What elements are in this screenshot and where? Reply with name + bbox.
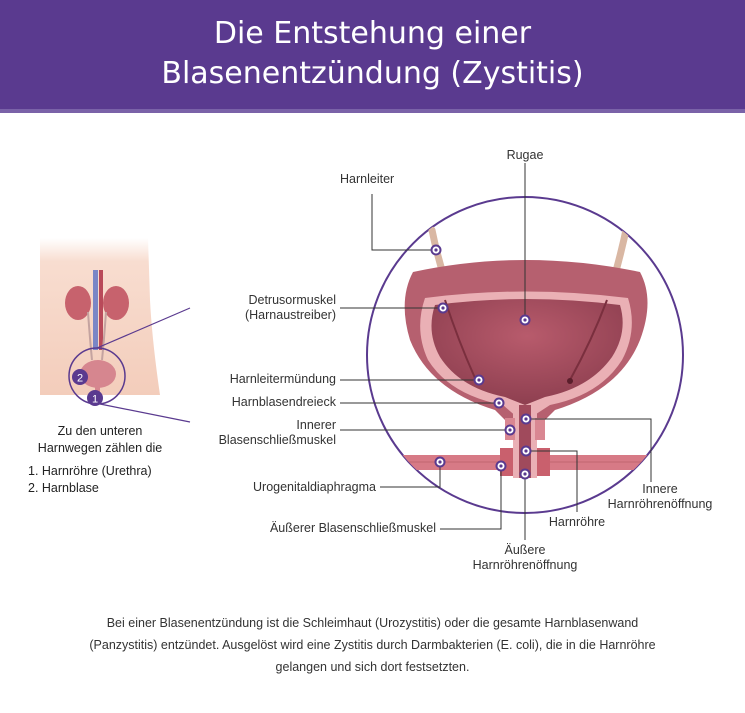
label-detrusor-line-2: (Harnaustreiber) <box>244 308 336 322</box>
footer-line-3: gelangen und sich dort festsetzten. <box>275 660 470 674</box>
marker-1 <box>87 390 103 406</box>
label-aeussere-line-2: Harnröhrenöffnung <box>472 558 578 572</box>
footer-line-1: Bei einer Blasenentzündung ist die Schle… <box>106 616 639 630</box>
left-kidney <box>65 286 91 320</box>
label-aeussere-line-1: Äußere <box>504 543 546 557</box>
label-innerer-line-2: Blasenschließmuskel <box>218 433 336 447</box>
torso-illustration <box>40 238 191 423</box>
zoom-line-top <box>96 307 191 349</box>
marker-2 <box>72 369 88 385</box>
marker-2-label: 2 <box>77 373 83 385</box>
footer-line-2: (Panzystitis) entzündet. Ausgelöst wird … <box>89 638 656 652</box>
label-innerer-line-1: Innerer <box>296 418 336 432</box>
label-aeusserer-blasenschliessmuskel: Äußerer Blasenschließmuskel <box>269 521 436 535</box>
label-harnleiter: Harnleiter <box>340 172 395 186</box>
label-harnblasendreieck: Harnblasendreieck <box>231 395 336 409</box>
marker-1-label: 1 <box>92 394 98 406</box>
label-harnroehre: Harnröhre <box>548 515 606 529</box>
artery <box>99 270 103 350</box>
label-innerer-blasenschliessmuskel: Innerer Blasenschließmuskel <box>176 418 336 448</box>
label-innere-harnroehrenoeffnung: Innere Harnröhrenöffnung <box>595 482 725 512</box>
side-caption-line-2: Harnwegen zählen die <box>37 441 163 455</box>
leader-lines <box>340 163 652 540</box>
vein <box>93 270 98 350</box>
label-innere-line-1: Innere <box>642 482 678 496</box>
label-detrusormuskel: Detrusormuskel (Harnaustreiber) <box>196 293 336 323</box>
small-bladder <box>80 360 116 388</box>
label-harnleitermuendung: Harnleitermündung <box>229 372 336 386</box>
label-aeussere-harnroehrenoeffnung: Äußere Harnröhrenöffnung <box>455 543 595 573</box>
page-title-line-2: Blasenentzündung (Zystitis) <box>161 56 584 91</box>
side-list-item-2: 2. Harnblase <box>28 481 99 495</box>
page-title: Die Entstehung einer Blasenentzündung (Z… <box>0 14 745 94</box>
header-banner: Die Entstehung einer Blasenentzündung (Z… <box>0 0 745 113</box>
side-list: 1. Harnröhre (Urethra) 2. Harnblase <box>28 463 152 497</box>
label-innere-line-2: Harnröhrenöffnung <box>607 497 713 511</box>
side-caption: Zu den unteren Harnwegen zählen die <box>30 423 170 457</box>
footer-description: Bei einer Blasenentzündung ist die Schle… <box>40 612 705 678</box>
side-caption-line-1: Zu den unteren <box>57 424 143 438</box>
zoom-line-bottom <box>99 403 191 423</box>
label-rugae: Rugae <box>506 148 544 162</box>
label-urogenitaldiaphragma: Urogenitaldiaphragma <box>253 480 376 494</box>
page-title-line-1: Die Entstehung einer <box>213 16 532 51</box>
right-kidney <box>103 286 129 320</box>
side-list-item-1: 1. Harnröhre (Urethra) <box>28 464 152 478</box>
label-detrusor-line-1: Detrusormuskel <box>248 293 336 307</box>
